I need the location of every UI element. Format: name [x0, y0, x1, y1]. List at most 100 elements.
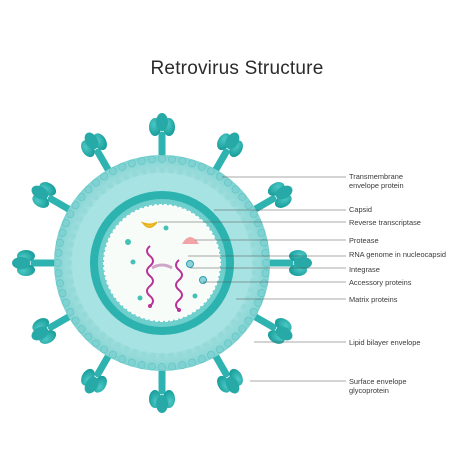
- lipid-head-inner: [66, 250, 73, 257]
- lipid-head-inner: [87, 201, 94, 208]
- lipid-head-inner: [67, 241, 74, 248]
- lipid-head-inner: [251, 250, 258, 257]
- lipid-head-outer: [207, 167, 215, 176]
- nucleocapsid-dot: [163, 225, 169, 231]
- lipid-head-outer: [109, 350, 117, 359]
- lipid-head-outer: [260, 238, 268, 247]
- lipid-head-outer: [62, 219, 70, 228]
- lipid-head-outer: [158, 363, 166, 371]
- lipid-head-outer: [118, 355, 127, 363]
- lipid-head-outer: [260, 279, 268, 288]
- diagram-title: Retrovirus Structure: [150, 58, 324, 79]
- lipid-head-inner: [81, 311, 88, 318]
- knob-lobe: [225, 132, 240, 150]
- protease: [182, 237, 199, 244]
- lipid-head-outer: [257, 289, 266, 298]
- lipid-head-inner: [252, 260, 258, 266]
- lipid-head-outer: [127, 358, 136, 367]
- lipid-head-outer: [261, 269, 270, 278]
- lipid-head-outer: [254, 298, 262, 307]
- lipid-head-inner: [159, 353, 165, 359]
- lipid-head-inner: [66, 269, 73, 276]
- spike: [81, 132, 116, 180]
- label-capsid: Capsid: [349, 205, 373, 214]
- lipid-head-inner: [115, 342, 122, 349]
- knob-lobe: [225, 376, 240, 394]
- lipid-head-outer: [158, 155, 166, 163]
- lipid-head-inner: [159, 167, 165, 173]
- lipid-head-inner: [217, 331, 224, 338]
- lipid-head-inner: [81, 208, 88, 215]
- lipid-head-outer: [147, 362, 156, 371]
- lipid-head-outer: [54, 269, 63, 278]
- lipid-head-inner: [202, 342, 209, 349]
- knob-lobe: [294, 257, 312, 269]
- lipid-head-inner: [73, 295, 80, 302]
- lipid-head-outer: [71, 201, 80, 210]
- lipid-head-outer: [84, 185, 93, 194]
- lipid-head-inner: [185, 348, 192, 355]
- lipid-head-inner: [230, 201, 237, 208]
- lipid-head-outer: [66, 210, 75, 218]
- knob-lobe: [275, 185, 293, 200]
- lipid-head-inner: [250, 241, 257, 248]
- lipid-head-outer: [168, 362, 177, 371]
- lipid-head-outer: [238, 325, 247, 333]
- lipid-head-outer: [92, 178, 100, 187]
- lipid-head-inner: [236, 208, 243, 215]
- lipid-head-inner: [123, 174, 130, 181]
- lipid-head-outer: [127, 159, 136, 168]
- rna-end-right: [177, 308, 181, 312]
- lipid-head-inner: [76, 216, 83, 223]
- lipid-head-outer: [178, 157, 187, 165]
- spike-knob: [149, 390, 175, 413]
- lipid-head-inner: [93, 194, 100, 201]
- lipid-head-outer: [261, 248, 270, 257]
- label-lipid-bilayer-envelope: Lipid bilayer envelope: [349, 338, 421, 347]
- lipid-head-inner: [230, 318, 237, 325]
- lipid-head-inner: [87, 318, 94, 325]
- spike: [12, 250, 66, 276]
- lipid-head-inner: [210, 337, 217, 344]
- lipid-head-outer: [249, 308, 258, 316]
- lipid-head-inner: [132, 171, 139, 178]
- knob-lobe: [12, 257, 30, 269]
- spike-knob: [31, 182, 57, 208]
- lipid-head-outer: [257, 228, 266, 237]
- spike-knob: [267, 182, 293, 208]
- label-matrix-proteins: Matrix proteins: [349, 295, 398, 304]
- nucleocapsid-dot: [192, 293, 198, 299]
- lipid-head-outer: [168, 155, 177, 164]
- label-rna-genome: RNA genome in nucleocapsid: [349, 250, 446, 259]
- lipid-head-outer: [262, 259, 270, 267]
- lipid-head-outer: [207, 350, 215, 359]
- spike: [31, 309, 79, 344]
- lipid-head-outer: [56, 238, 64, 247]
- spike-knob: [217, 368, 243, 394]
- lipid-head-inner: [107, 337, 114, 344]
- lipid-head-inner: [244, 295, 251, 302]
- spike: [258, 250, 312, 276]
- lipid-head-inner: [66, 260, 72, 266]
- lipid-head-outer: [249, 210, 258, 218]
- knob-lobe: [275, 326, 293, 341]
- lipid-head-inner: [210, 182, 217, 189]
- lipid-head-inner: [149, 352, 156, 359]
- lipid-head-inner: [70, 233, 77, 240]
- spike: [81, 346, 116, 394]
- lipid-head-inner: [67, 278, 74, 285]
- lipid-head-outer: [244, 201, 253, 210]
- lipid-head-outer: [137, 157, 146, 165]
- accessory-protein-dot: [199, 276, 207, 284]
- lipid-head-outer: [224, 339, 232, 348]
- leader-lines: [158, 176, 346, 382]
- lipid-head-inner: [115, 177, 122, 184]
- lipid-head-outer: [254, 219, 262, 228]
- lipid-head-inner: [100, 331, 107, 338]
- spike: [208, 132, 243, 180]
- nucleocapsid-dot: [130, 259, 136, 265]
- lipid-head-outer: [137, 361, 146, 369]
- lipid-head-inner: [73, 224, 80, 231]
- spike-knob: [289, 250, 312, 276]
